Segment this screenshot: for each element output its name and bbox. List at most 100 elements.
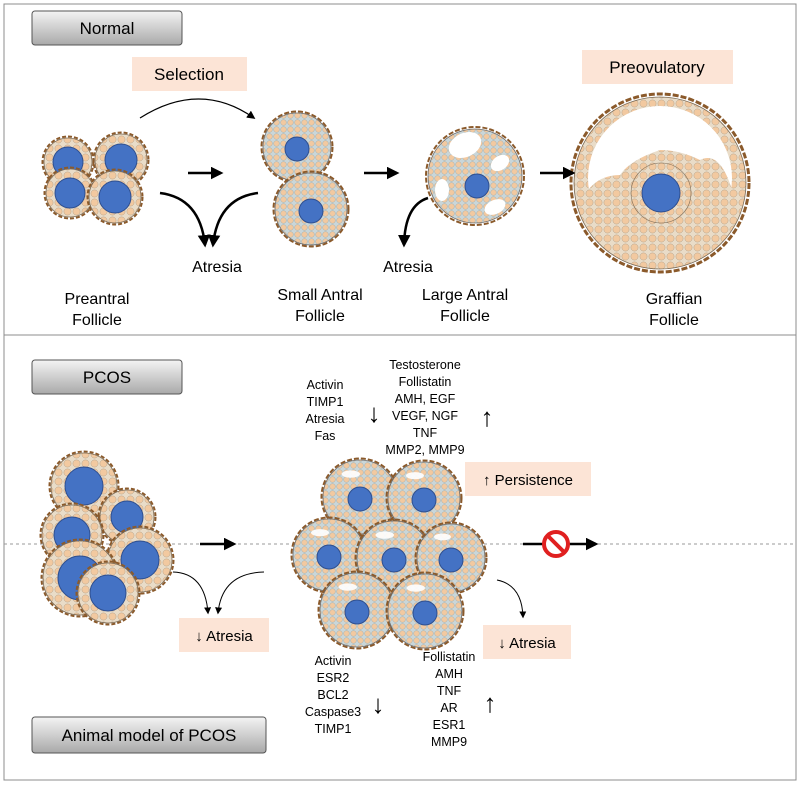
pcos-antral-7-oocyte [412, 600, 438, 626]
pcos-preantral-6-oocyte [89, 574, 127, 612]
svg-text:Activin: Activin [307, 378, 344, 392]
svg-text:Caspase3: Caspase3 [305, 705, 361, 719]
pcos-header: PCOS [31, 359, 183, 395]
pcos-antral-5-highlight [434, 533, 451, 541]
svg-text:Large Antral: Large Antral [422, 287, 508, 304]
svg-text:ESR1: ESR1 [433, 718, 466, 732]
large-antral-antrum-4 [484, 199, 506, 215]
svg-text:AR: AR [440, 701, 457, 715]
atresia-right-label: Atresia [383, 259, 433, 276]
pcos-antral-4-oocyte [381, 547, 407, 573]
pcos-atresia-left-label: ↓ Atresia [195, 628, 253, 645]
pcos-atresia-curve-1 [172, 571, 212, 615]
pcos-atresia-curve-2 [215, 571, 265, 615]
bottom-up-markers: Follistatin AMH TNF AR ESR1 MMP9 [423, 650, 476, 749]
pcos-antral-5-theca [414, 521, 488, 595]
selection-label-box: Selection [132, 57, 247, 91]
pcos-atresia-curve-right [496, 579, 527, 619]
pcos-antral-3-highlight [311, 529, 329, 537]
small-antral-follicle-1-theca [260, 110, 334, 184]
svg-text:BCL2: BCL2 [317, 688, 348, 702]
persistence-label-box: ↑ Persistence [465, 462, 591, 496]
svg-text:AMH, EGF: AMH, EGF [395, 392, 456, 406]
svg-text:TNF: TNF [437, 684, 462, 698]
atresia-curve-right [398, 196, 429, 248]
selection-curved-arrow [139, 98, 256, 119]
pcos-antral-1-highlight [341, 470, 360, 478]
pcos-antral-2-highlight [406, 472, 424, 480]
svg-text:Follicle: Follicle [72, 312, 122, 329]
pcos-preantral-6-theca [75, 560, 141, 626]
large-antral-antrum-2 [490, 154, 510, 172]
svg-text:Fas: Fas [315, 429, 336, 443]
svg-text:AMH: AMH [435, 667, 463, 681]
preovulatory-label: Preovulatory [609, 58, 705, 77]
animal-model-header: Animal model of PCOS [31, 716, 267, 754]
svg-text:TNF: TNF [413, 426, 438, 440]
normal-header: Normal [31, 10, 183, 46]
persistence-label: ↑ Persistence [483, 472, 573, 489]
pcos-antral-7-highlight [406, 584, 425, 592]
pcos-antral-3-oocyte [316, 544, 342, 570]
svg-text:Atresia: Atresia [306, 412, 345, 426]
large-antral-antrum-1 [448, 131, 482, 159]
svg-text:Follistatin: Follistatin [399, 375, 452, 389]
svg-text:Preantral: Preantral [65, 291, 130, 308]
small-antral-follicle-2-oocyte [298, 198, 324, 224]
pcos-antral-6-highlight [338, 583, 357, 591]
graffian-oocyte [641, 173, 681, 213]
svg-text:Follistatin: Follistatin [423, 650, 476, 664]
top-up-arrow: ↑ [481, 402, 494, 432]
bottom-down-arrow: ↓ [372, 689, 385, 719]
pcos-title: PCOS [83, 368, 131, 387]
pcos-antral-2-oocyte [411, 487, 437, 513]
pcos-antral-6-oocyte [344, 599, 370, 625]
stage-label-preantral: Preantral Follicle [65, 291, 130, 329]
svg-text:Activin: Activin [315, 654, 352, 668]
stage-label-graffian: Graffian Follicle [646, 291, 703, 329]
bottom-up-arrow: ↑ [484, 688, 497, 718]
svg-text:Testosterone: Testosterone [389, 358, 461, 372]
svg-text:Graffian: Graffian [646, 291, 703, 308]
svg-text:VEGF, NGF: VEGF, NGF [392, 409, 458, 423]
small-antral-follicle-2-theca [272, 170, 350, 248]
normal-title: Normal [80, 19, 135, 38]
preantral-follicle-3-oocyte [54, 177, 86, 209]
pcos-antral-4-highlight [375, 531, 394, 539]
normal-arrows [139, 98, 576, 248]
selection-label: Selection [154, 65, 224, 84]
bottom-down-markers: Activin ESR2 BCL2 Caspase3 TIMP1 [305, 654, 361, 736]
large-antral-follicle-theca [425, 126, 525, 226]
svg-text:Follicle: Follicle [295, 308, 345, 325]
pcos-preantral-4-oocyte [120, 540, 160, 580]
svg-text:MMP9: MMP9 [431, 735, 467, 749]
stage-label-small-antral: Small Antral Follicle [277, 287, 362, 325]
animal-model-title: Animal model of PCOS [62, 726, 237, 745]
pcos-antral-7-theca [385, 571, 465, 651]
stage-label-large-antral: Large Antral Follicle [422, 287, 508, 325]
top-up-markers: Testosterone Follistatin AMH, EGF VEGF, … [385, 358, 464, 457]
pcos-antral-5-oocyte [438, 547, 464, 573]
pcos-atresia-left-box: ↓ Atresia [179, 618, 269, 652]
top-down-markers: Activin TIMP1 Atresia Fas [306, 378, 345, 443]
pcos-panel [3, 334, 797, 781]
svg-text:TIMP1: TIMP1 [307, 395, 344, 409]
large-antral-antrum-3 [435, 179, 449, 201]
atresia-curve-left-2 [207, 191, 259, 248]
small-antral-follicle-1-oocyte [284, 136, 310, 162]
preovulatory-label-box: Preovulatory [582, 50, 733, 84]
pcos-atresia-right-label: ↓ Atresia [498, 635, 556, 652]
svg-text:TIMP1: TIMP1 [315, 722, 352, 736]
top-down-arrow: ↓ [368, 398, 381, 428]
prohibited-icon [542, 530, 570, 558]
atresia-curve-left-1 [159, 191, 211, 248]
pcos-antral-1-oocyte [347, 486, 373, 512]
svg-text:MMP2, MMP9: MMP2, MMP9 [385, 443, 464, 457]
graffian-follicle-theca [569, 92, 751, 274]
pcos-preantral-1-oocyte [64, 466, 104, 506]
follicle-graphics [39, 92, 751, 651]
preantral-follicle-4-oocyte [98, 180, 132, 214]
atresia-left-label: Atresia [192, 259, 242, 276]
svg-text:ESR2: ESR2 [317, 671, 350, 685]
